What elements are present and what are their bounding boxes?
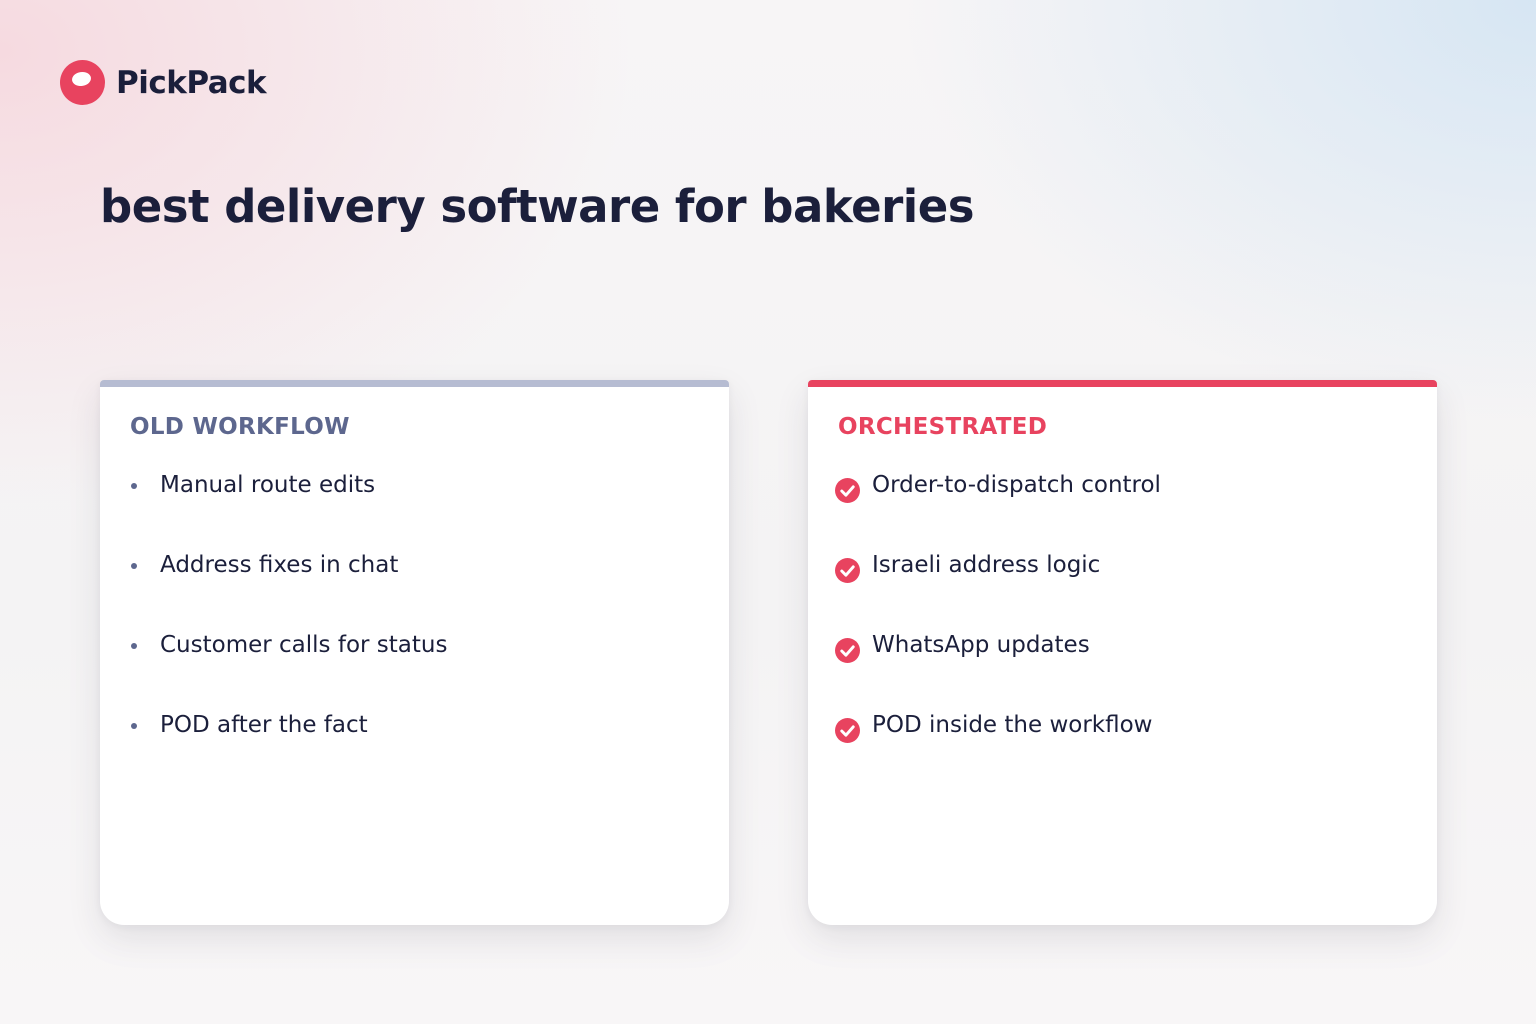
brand[interactable]: PickPack	[60, 60, 267, 105]
bullet-dot-icon	[131, 563, 137, 569]
list-item-text: Manual route edits	[160, 472, 376, 498]
list-item: Order-to-dispatch control	[808, 470, 1437, 550]
orchestrated-heading: ORCHESTRATED	[838, 414, 1048, 440]
list-item-text: Order-to-dispatch control	[872, 472, 1161, 498]
list-item: WhatsApp updates	[808, 630, 1437, 710]
list-item-text: Customer calls for status	[160, 632, 448, 658]
card-accent-bar	[808, 380, 1437, 387]
list-item: POD inside the workflow	[808, 710, 1437, 790]
list-item: POD after the fact	[100, 710, 729, 790]
bullet-dot-icon	[131, 723, 137, 729]
list-item-text: WhatsApp updates	[872, 632, 1090, 658]
list-item-text: Address fixes in chat	[160, 552, 399, 578]
bullet-dot-icon	[131, 643, 137, 649]
check-circle-icon	[835, 638, 860, 663]
check-circle-icon	[835, 558, 860, 583]
list-item: Israeli address logic	[808, 550, 1437, 630]
list-item-text: Israeli address logic	[872, 552, 1101, 578]
list-item: Customer calls for status	[100, 630, 729, 710]
pickpack-logo-icon	[60, 60, 105, 105]
list-item-text: POD after the fact	[160, 712, 368, 738]
orchestrated-list: Order-to-dispatch control Israeli addres…	[808, 470, 1437, 790]
orchestrated-card: ORCHESTRATED Order-to-dispatch control I…	[808, 380, 1437, 925]
bullet-dot-icon	[131, 483, 137, 489]
check-circle-icon	[835, 718, 860, 743]
brand-name: PickPack	[116, 64, 267, 101]
card-accent-bar	[100, 380, 729, 387]
check-circle-icon	[835, 478, 860, 503]
list-item-text: POD inside the workflow	[872, 712, 1153, 738]
list-item: Manual route edits	[100, 470, 729, 550]
old-workflow-heading: OLD WORKFLOW	[130, 414, 350, 440]
list-item: Address fixes in chat	[100, 550, 729, 630]
page-title: best delivery software for bakeries	[100, 180, 975, 233]
old-workflow-card: OLD WORKFLOW Manual route edits Address …	[100, 380, 729, 925]
old-workflow-list: Manual route edits Address fixes in chat…	[100, 470, 729, 790]
